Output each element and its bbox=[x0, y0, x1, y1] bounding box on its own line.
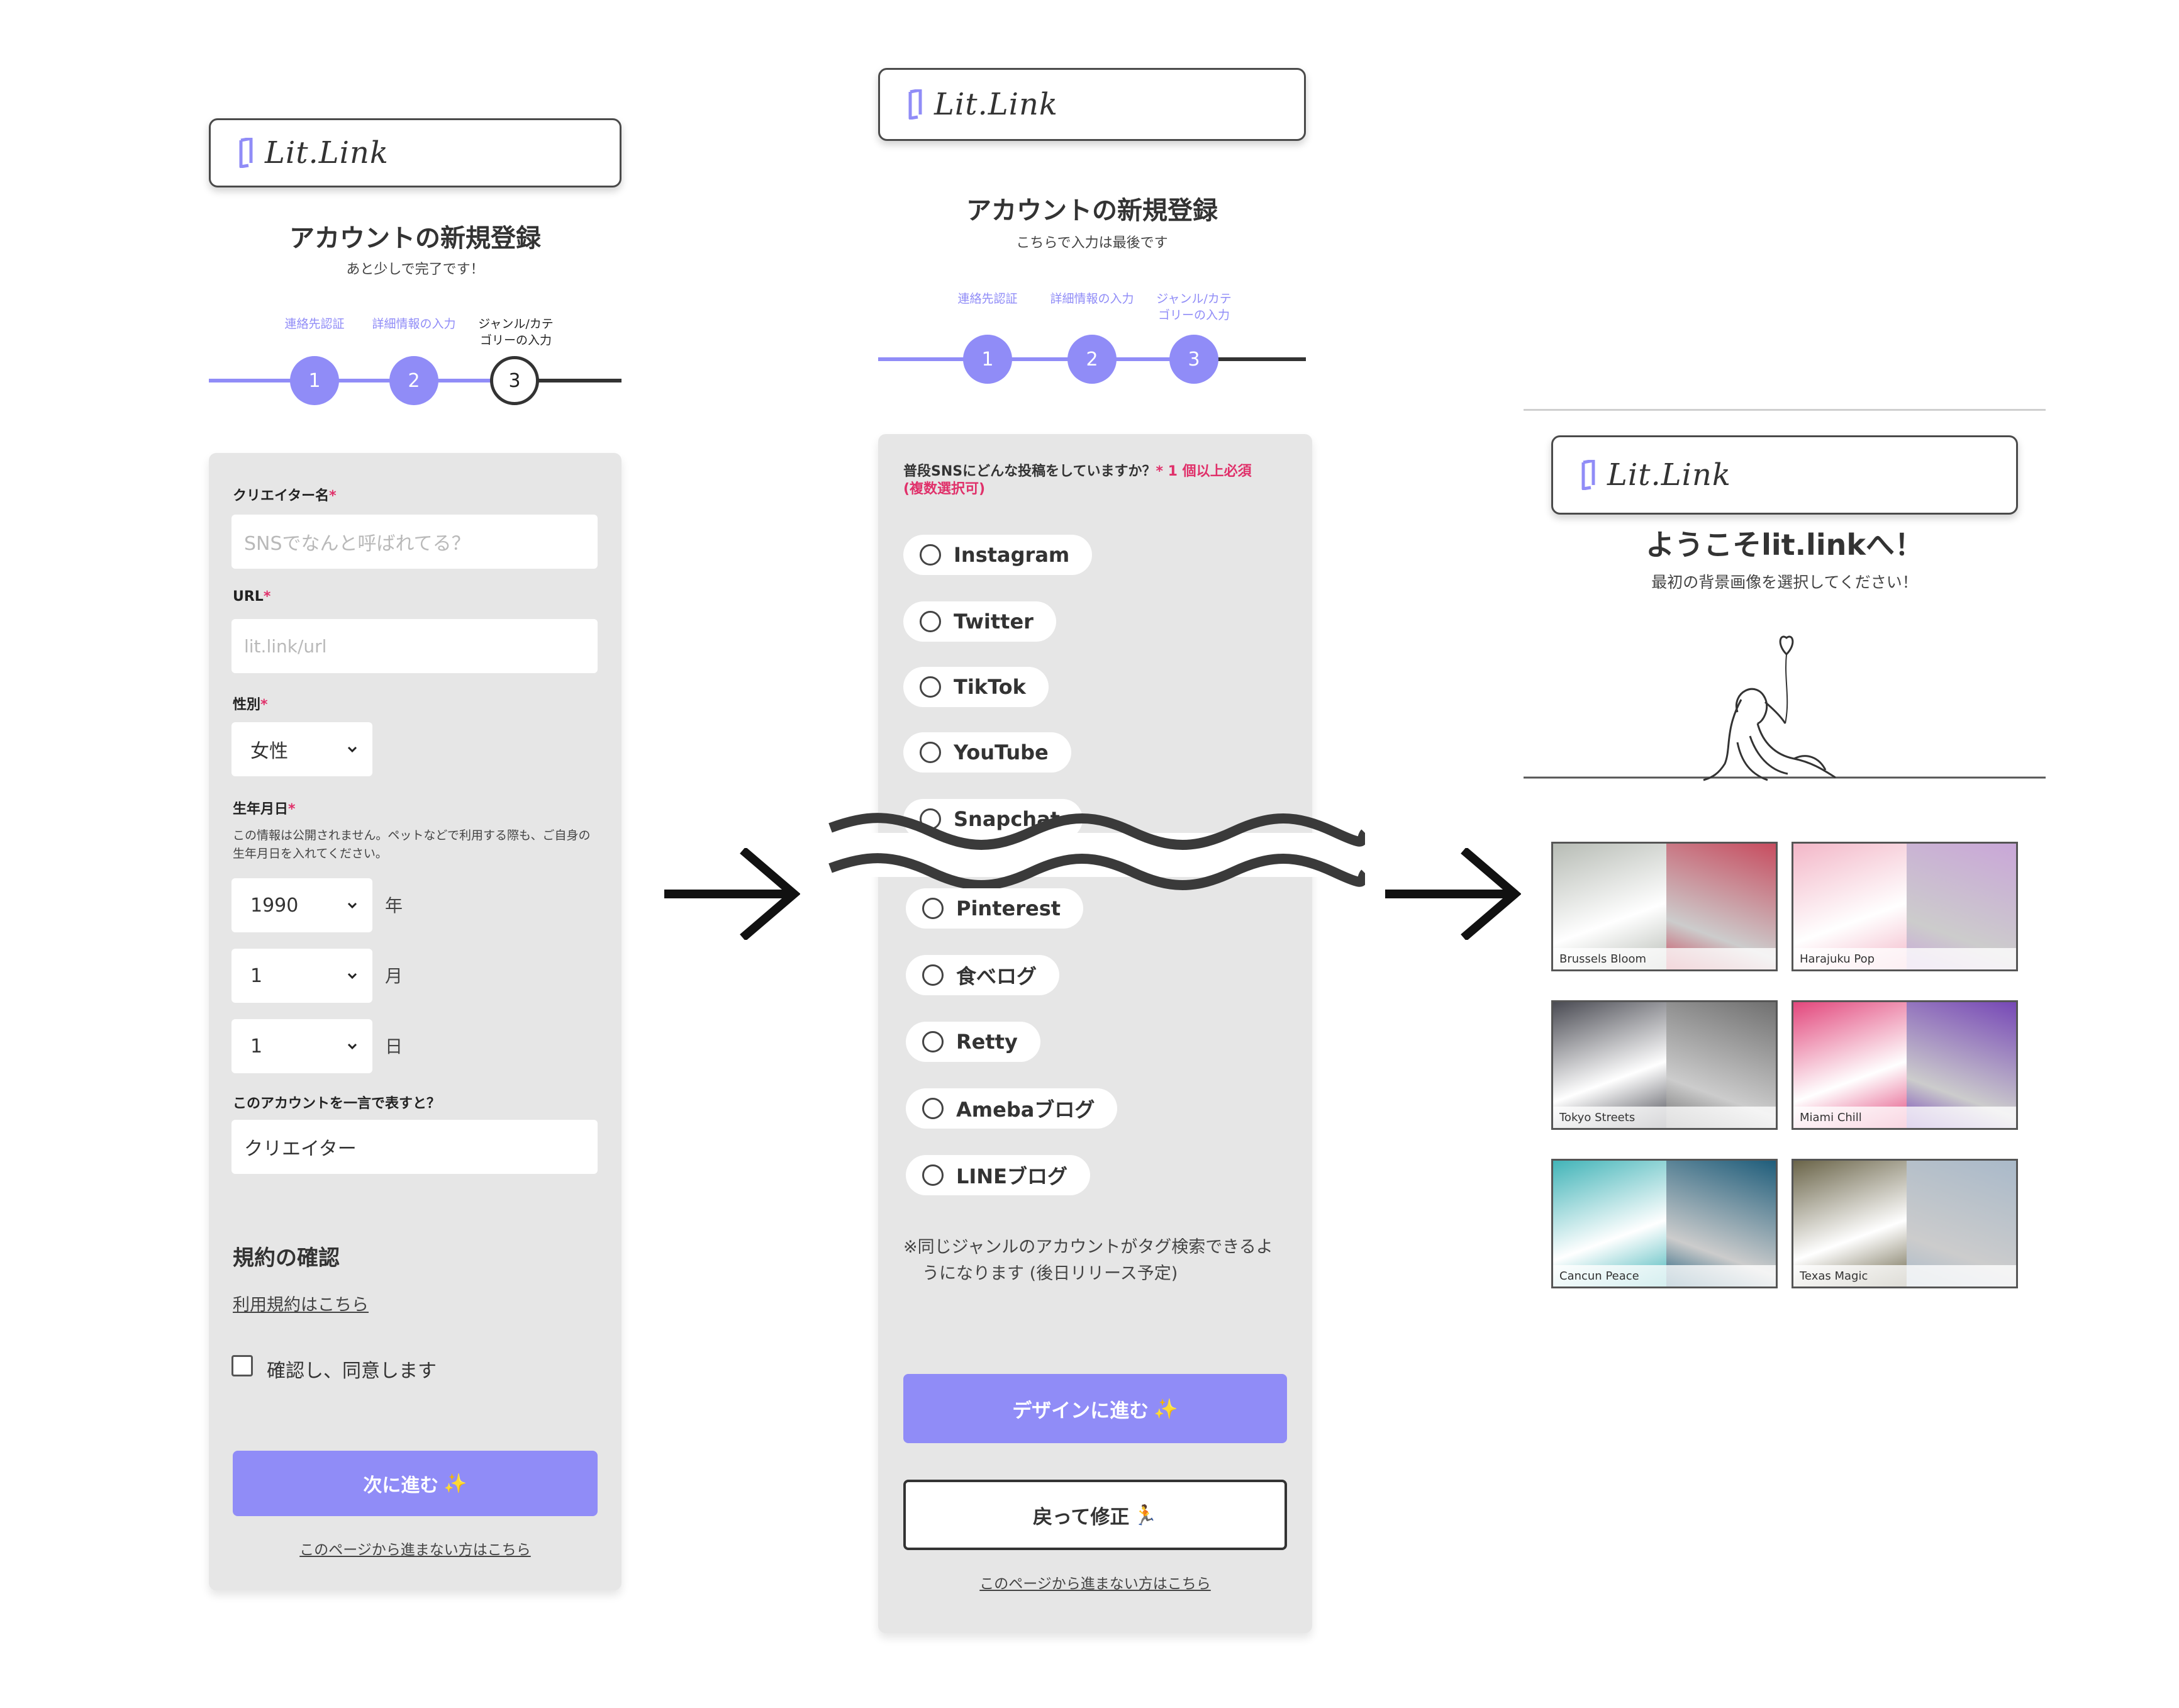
background-option-cancun-peace[interactable]: Cancun Peace bbox=[1551, 1159, 1778, 1288]
radio-button[interactable] bbox=[920, 611, 941, 632]
birthday-label: 生年月日* bbox=[233, 801, 296, 817]
birth-month-select[interactable]: 1 bbox=[231, 949, 372, 1003]
background-option-brussels-bloom[interactable]: Brussels Bloom bbox=[1551, 842, 1778, 971]
gender-select[interactable]: 女性 bbox=[231, 722, 372, 776]
radio-button[interactable] bbox=[922, 1031, 944, 1052]
background-option-tokyo-streets[interactable]: Tokyo Streets bbox=[1551, 1000, 1778, 1130]
background-label: Tokyo Streets bbox=[1553, 1107, 1776, 1128]
option-pinterest[interactable]: Pinterest bbox=[906, 888, 1084, 929]
step-label-2: 詳細情報の入力 bbox=[372, 317, 456, 331]
chevron-down-icon bbox=[347, 973, 357, 980]
birthday-note: この情報は公開されません。ペットなどで利用する際も、ご自身の生年月日を入れてくだ… bbox=[233, 829, 591, 861]
agree-label: 確認し、同意します bbox=[267, 1360, 437, 1382]
arrow-right-icon bbox=[664, 848, 800, 940]
creator-name-label: クリエイター名* bbox=[233, 488, 337, 504]
step-circle-1: 1 bbox=[290, 356, 339, 405]
chevron-down-icon bbox=[347, 746, 357, 753]
option-youtube[interactable]: YouTube bbox=[903, 732, 1071, 773]
radio-button[interactable] bbox=[922, 1098, 944, 1119]
terms-heading: 規約の確認 bbox=[233, 1246, 340, 1271]
background-option-harajuku-pop[interactable]: Harajuku Pop bbox=[1792, 842, 2018, 971]
lit-link-logo-icon bbox=[239, 138, 253, 168]
welcome-title: ようこそlit.linkへ！ bbox=[1646, 528, 1924, 562]
background-option-miami-chill[interactable]: Miami Chill bbox=[1792, 1000, 2018, 1130]
option-tabelog[interactable]: 食べログ bbox=[906, 955, 1060, 995]
arrow-right-icon bbox=[1385, 848, 1521, 940]
girl-with-balloon-illustration bbox=[1524, 635, 2046, 781]
creator-name-input[interactable]: SNSでなんと呼ばれてる？ bbox=[231, 515, 598, 569]
option-ameba-blog[interactable]: Amebaブログ bbox=[906, 1088, 1118, 1129]
lit-link-logo-icon bbox=[908, 89, 922, 120]
back-button[interactable]: 戻って修正🏃 bbox=[903, 1480, 1287, 1550]
url-label: URL* bbox=[233, 589, 271, 605]
option-twitter[interactable]: Twitter bbox=[903, 601, 1056, 642]
agree-checkbox[interactable] bbox=[231, 1355, 253, 1376]
logo-box: Lit.Link bbox=[878, 68, 1306, 141]
welcome-subtitle: 最初の背景画像を選択してください！ bbox=[1651, 573, 1918, 591]
radio-button[interactable] bbox=[920, 544, 941, 566]
step-progress-line bbox=[209, 379, 515, 382]
background-label: Harajuku Pop bbox=[1793, 948, 2016, 969]
page-title: アカウントの新規登録 bbox=[289, 224, 541, 253]
step-circle-2: 2 bbox=[389, 356, 438, 405]
gender-label: 性別* bbox=[233, 697, 268, 713]
step-progress-line bbox=[878, 357, 1193, 361]
option-instagram[interactable]: Instagram bbox=[903, 535, 1093, 575]
help-link[interactable]: このページから進まない方はこちら bbox=[979, 1576, 1211, 1592]
birth-day-select[interactable]: 1 bbox=[231, 1019, 372, 1073]
step-circle-1: 1 bbox=[963, 335, 1012, 384]
step-label-1: 連絡先認証 bbox=[284, 317, 345, 331]
step-circle-3: 3 bbox=[1169, 335, 1218, 384]
lit-link-logo-icon bbox=[1581, 460, 1595, 490]
option-tiktok[interactable]: TikTok bbox=[903, 667, 1049, 707]
page-title: アカウントの新規登録 bbox=[966, 196, 1218, 225]
background-label: Cancun Peace bbox=[1553, 1265, 1776, 1287]
birth-year-select[interactable]: 1990 bbox=[231, 878, 372, 932]
sns-question: 普段SNSにどんな投稿をしていますか？* 1 個以上必須 (複数選択可) bbox=[903, 464, 1252, 497]
logo-text: Lit.Link bbox=[934, 87, 1058, 122]
background-label: Brussels Bloom bbox=[1553, 948, 1776, 969]
one-word-input[interactable]: クリエイター bbox=[231, 1120, 598, 1174]
top-divider bbox=[1524, 409, 2046, 411]
omission-wave-divider bbox=[824, 813, 1365, 890]
step-circle-2: 2 bbox=[1067, 335, 1117, 384]
url-input[interactable]: lit.link/url bbox=[231, 619, 598, 673]
year-unit: 年 bbox=[385, 895, 403, 916]
radio-button[interactable] bbox=[922, 1164, 944, 1186]
background-label: Texas Magic bbox=[1793, 1265, 2016, 1287]
chevron-down-icon bbox=[347, 902, 357, 909]
page-subtitle: こちらで入力は最後です bbox=[1016, 235, 1168, 251]
next-button[interactable]: 次に進む✨ bbox=[233, 1451, 598, 1516]
step-label-3: ジャンル/カテゴリーの入力 bbox=[478, 317, 554, 347]
step-remaining-line bbox=[515, 379, 621, 382]
option-line-blog[interactable]: LINEブログ bbox=[906, 1155, 1090, 1195]
design-button[interactable]: デザインに進む✨ bbox=[903, 1374, 1287, 1443]
radio-button[interactable] bbox=[922, 898, 944, 919]
radio-button[interactable] bbox=[920, 742, 941, 763]
option-retty[interactable]: Retty bbox=[906, 1022, 1040, 1062]
step-label-1: 連絡先認証 bbox=[957, 292, 1018, 306]
page-subtitle: あと少しで完了です！ bbox=[346, 262, 484, 277]
day-unit: 日 bbox=[385, 1036, 403, 1057]
logo-box: Lit.Link bbox=[1551, 435, 2018, 515]
step-remaining-line bbox=[1193, 357, 1306, 361]
step-label-2: 詳細情報の入力 bbox=[1050, 292, 1134, 306]
step-circle-3: 3 bbox=[490, 356, 539, 405]
tag-search-note: ※同じジャンルのアカウントがタグ検索できるようになります (後日リリース予定) bbox=[903, 1237, 1273, 1283]
background-option-texas-magic[interactable]: Texas Magic bbox=[1792, 1159, 2018, 1288]
logo-text: Lit.Link bbox=[265, 135, 389, 170]
background-label: Miami Chill bbox=[1793, 1107, 2016, 1128]
logo-text: Lit.Link bbox=[1607, 457, 1731, 493]
help-link[interactable]: このページから進まない方はこちら bbox=[299, 1542, 531, 1558]
chevron-down-icon bbox=[347, 1043, 357, 1050]
one-word-label: このアカウントを一言で表すと？ bbox=[233, 1096, 441, 1112]
step-label-3: ジャンル/カテゴリーの入力 bbox=[1156, 292, 1232, 322]
terms-link[interactable]: 利用規約はこちら bbox=[233, 1295, 369, 1315]
radio-button[interactable] bbox=[922, 964, 944, 986]
logo-box: Lit.Link bbox=[209, 118, 621, 187]
month-unit: 月 bbox=[385, 966, 403, 986]
radio-button[interactable] bbox=[920, 676, 941, 698]
